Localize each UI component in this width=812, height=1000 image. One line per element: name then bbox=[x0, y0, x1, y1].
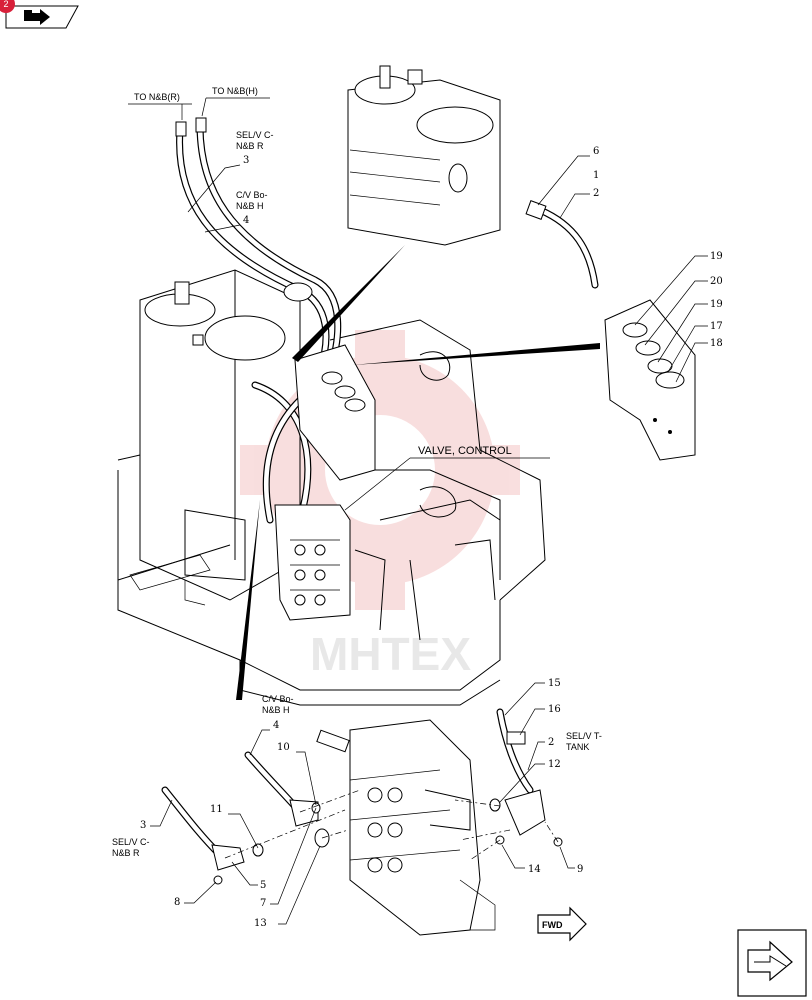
callout-3-top: 3 bbox=[187, 155, 249, 213]
svg-text:11: 11 bbox=[210, 804, 223, 815]
callout-3-bottom: 3 bbox=[140, 799, 173, 831]
callout-7: 7 bbox=[260, 807, 317, 909]
main-tank bbox=[139, 269, 301, 601]
callout-17: 17 bbox=[667, 321, 723, 373]
label-selv-c-nbr-bottom-2: N&B R bbox=[112, 848, 140, 858]
svg-text:18: 18 bbox=[710, 338, 723, 349]
label-cv-bo-nbh-top-2: N&B H bbox=[236, 201, 264, 211]
pointer-bar-upper bbox=[292, 245, 405, 362]
label-selv-c-nbr-top: SEL/V C- bbox=[236, 130, 274, 140]
callout-4-bottom: 4 bbox=[249, 720, 279, 756]
callout-5: 5 bbox=[231, 861, 266, 891]
svg-text:3: 3 bbox=[243, 155, 249, 166]
callout-20: 20 bbox=[644, 276, 723, 346]
svg-text:3: 3 bbox=[140, 820, 146, 831]
svg-text:17: 17 bbox=[710, 321, 723, 332]
svg-text:19: 19 bbox=[710, 251, 723, 262]
svg-text:14: 14 bbox=[528, 864, 541, 875]
svg-text:12: 12 bbox=[548, 759, 561, 770]
callout-6: 6 bbox=[537, 146, 599, 206]
svg-text:TO N&B(H): TO N&B(H) bbox=[212, 86, 258, 96]
callout-15: 15 bbox=[504, 678, 561, 716]
machine-frame bbox=[117, 319, 546, 706]
assembly-lines bbox=[224, 789, 559, 861]
callout-16: 16 bbox=[519, 704, 561, 736]
control-valve-upper bbox=[274, 504, 351, 621]
callout-12: 12 bbox=[499, 759, 561, 803]
callout-2-top: 2 bbox=[559, 188, 599, 219]
callout-19a: 19 bbox=[634, 251, 723, 326]
callout-2-bottom: 2 bbox=[527, 737, 554, 771]
callout-19b: 19 bbox=[657, 299, 723, 363]
svg-text:15: 15 bbox=[548, 678, 561, 689]
upper-tank-back bbox=[347, 65, 501, 246]
label-selv-c-nbr-bottom: SEL/V C- bbox=[112, 837, 150, 847]
svg-text:TO N&B(R): TO N&B(R) bbox=[134, 92, 180, 102]
label-selv-t-tank: SEL/V T- bbox=[566, 731, 602, 741]
fwd-arrow-icon: FWD bbox=[537, 906, 587, 942]
detail-selector-valve bbox=[604, 299, 696, 461]
svg-text:13: 13 bbox=[254, 918, 267, 929]
callout-14: 14 bbox=[501, 844, 541, 875]
svg-text:1: 1 bbox=[593, 170, 599, 181]
control-valve-exploded bbox=[316, 719, 496, 936]
callout-11: 11 bbox=[210, 804, 259, 849]
label-selv-c-nbr-top-2: N&B R bbox=[236, 141, 264, 151]
label-selv-t-tank-2: TANK bbox=[566, 742, 589, 752]
next-page-arrow-icon[interactable] bbox=[737, 929, 807, 997]
fwd-label: FWD bbox=[542, 920, 563, 930]
pointer-bar-lower bbox=[236, 500, 260, 700]
svg-text:4: 4 bbox=[243, 215, 249, 226]
svg-text:10: 10 bbox=[277, 742, 290, 753]
callout-4-top: 4 bbox=[204, 215, 249, 233]
svg-text:6: 6 bbox=[593, 146, 599, 157]
callout-18: 18 bbox=[675, 338, 723, 383]
svg-text:7: 7 bbox=[260, 898, 266, 909]
watermark-text: MHTEX bbox=[310, 628, 471, 680]
lower-hoses bbox=[161, 708, 563, 885]
svg-text:VALVE, CONTROL: VALVE, CONTROL bbox=[418, 445, 512, 457]
callout-1: 1 bbox=[593, 170, 599, 181]
label-valve-control: VALVE, CONTROL bbox=[344, 445, 550, 511]
callout-10: 10 bbox=[277, 742, 317, 806]
pointer-bar-right bbox=[352, 343, 600, 365]
svg-text:2: 2 bbox=[593, 188, 599, 199]
notification-badge: 2 bbox=[0, 0, 15, 13]
svg-text:16: 16 bbox=[548, 704, 561, 715]
callout-13: 13 bbox=[254, 845, 321, 929]
svg-text:4: 4 bbox=[273, 720, 279, 731]
label-cv-bo-nbh-bottom: C/V Bo- bbox=[262, 694, 294, 704]
detail-elbow-fitting bbox=[525, 200, 599, 289]
page-nav-arrow-icon[interactable] bbox=[5, 5, 79, 29]
label-to-nbh: TO N&B(H) bbox=[201, 86, 270, 117]
svg-text:5: 5 bbox=[260, 880, 266, 891]
label-cv-bo-nbh-bottom-2: N&B H bbox=[262, 705, 290, 715]
svg-text:8: 8 bbox=[174, 897, 180, 908]
svg-text:19: 19 bbox=[710, 299, 723, 310]
svg-text:2: 2 bbox=[548, 737, 554, 748]
svg-text:20: 20 bbox=[710, 276, 723, 287]
selector-valve-upper bbox=[294, 344, 376, 481]
callout-8: 8 bbox=[174, 881, 217, 908]
svg-text:9: 9 bbox=[577, 864, 583, 875]
badge-count: 2 bbox=[3, 0, 8, 9]
label-to-nbr: TO N&B(R) bbox=[128, 92, 192, 120]
label-cv-bo-nbh-top: C/V Bo- bbox=[236, 190, 268, 200]
callout-9: 9 bbox=[559, 846, 583, 875]
